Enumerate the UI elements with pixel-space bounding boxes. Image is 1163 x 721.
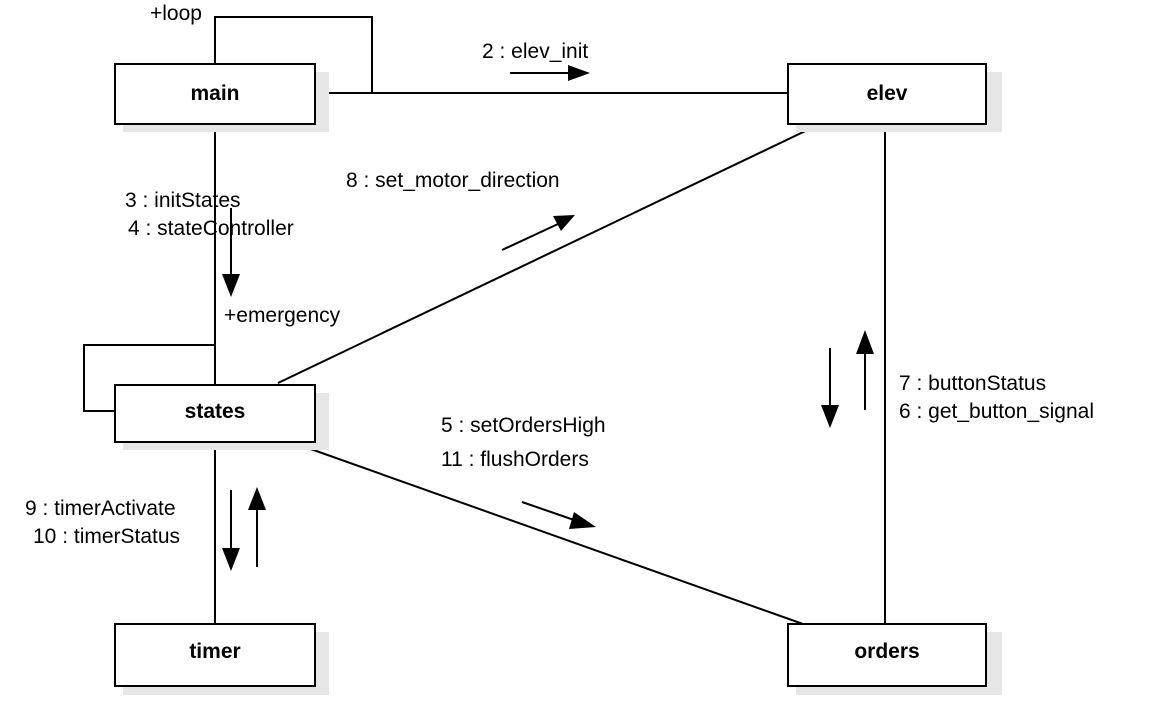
arrow-elev-init: [510, 65, 590, 81]
message-state-controller-label: 4 : stateController: [128, 217, 294, 240]
arrow-timer-status: [248, 487, 266, 567]
message-elev-init-label: 2 : elev_init: [482, 40, 588, 63]
node-timer: timer: [114, 623, 329, 695]
link-elev-states: [277, 123, 821, 384]
arrow-init-states: [222, 208, 240, 297]
node-orders: orders: [787, 623, 1002, 695]
arrow-get-button-signal: [856, 330, 874, 410]
connectors: [83, 16, 886, 625]
message-button-status-label: 7 : buttonStatus: [899, 372, 1046, 395]
self-loop-states-label: +emergency: [224, 304, 341, 327]
message-arrows: [222, 65, 874, 571]
message-timer-status-label: 10 : timerStatus: [33, 525, 180, 548]
node-main-label: main: [190, 82, 239, 105]
node-states: states: [114, 384, 329, 450]
arrow-set-motor-direction: [501, 215, 575, 251]
arrow-timer-activate: [222, 490, 240, 571]
self-loop-states: [83, 344, 215, 412]
message-set-orders-high-label: 5 : setOrdersHigh: [441, 414, 606, 437]
node-states-label: states: [185, 400, 246, 423]
self-loop-main-label: +loop: [150, 2, 202, 25]
arrow-set-orders-high: [521, 501, 596, 529]
message-timer-activate-label: 9 : timerActivate: [25, 497, 176, 520]
arrow-button-status: [821, 348, 839, 428]
labels: +loop +emergency 2 : elev_init 3 : initS…: [25, 2, 1094, 548]
node-orders-label: orders: [854, 640, 919, 663]
node-elev-label: elev: [867, 82, 908, 105]
node-elev: elev: [787, 63, 1002, 132]
self-loop-main: [214, 16, 373, 93]
message-set-motor-direction-label: 8 : set_motor_direction: [346, 169, 560, 192]
node-timer-label: timer: [189, 640, 240, 663]
link-states-orders: [304, 446, 804, 625]
message-init-states-label: 3 : initStates: [125, 189, 241, 212]
message-flush-orders-label: 11 : flushOrders: [441, 448, 589, 471]
node-main: main: [114, 63, 329, 132]
message-get-button-signal-label: 6 : get_button_signal: [899, 400, 1094, 423]
